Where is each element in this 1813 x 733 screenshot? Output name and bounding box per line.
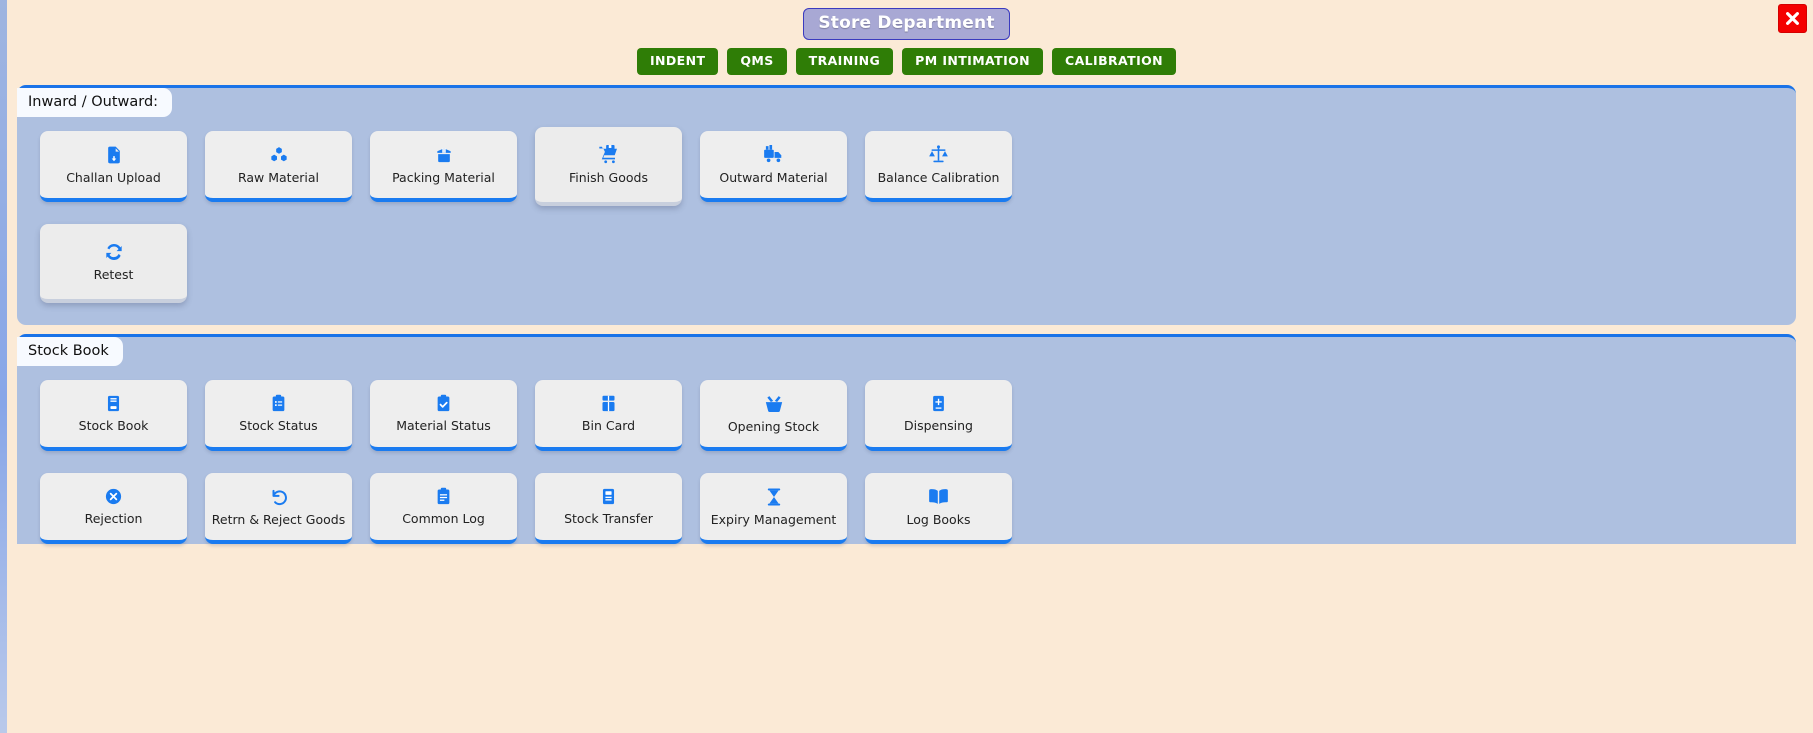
hourglass-icon [764, 487, 784, 507]
card-bin-card[interactable]: Bin Card [535, 379, 682, 451]
card-row: Rejection Retrn & Reject Goods Common Log S… [40, 472, 1796, 544]
dispense-icon [929, 394, 948, 413]
card-label: Raw Material [237, 169, 320, 185]
card-retest[interactable]: Retest [40, 223, 187, 303]
sections-host: Inward / Outward: Challan Upload Raw Mater… [0, 84, 1813, 544]
nav-button-indent[interactable]: INDENT [636, 48, 719, 75]
nav-button-pm-intimation[interactable]: PM INTIMATION [902, 48, 1044, 75]
card-retrn-reject-goods[interactable]: Retrn & Reject Goods [205, 472, 352, 544]
card-label: Rejection [84, 511, 143, 526]
card-common-log[interactable]: Common Log [370, 472, 517, 544]
card-label: Expiry Management [710, 511, 837, 527]
close-icon[interactable] [1778, 4, 1807, 33]
window-header: Store Department [0, 0, 1813, 48]
section-legend: Inward / Outward: [17, 87, 173, 118]
nav-button-qms[interactable]: QMS [727, 48, 787, 75]
card-label: Challan Upload [66, 169, 161, 185]
card-stock-book[interactable]: Stock Book [40, 379, 187, 451]
transfer-book-icon [599, 487, 618, 506]
cart-box-icon [598, 144, 619, 165]
card-stock-status[interactable]: Stock Status [205, 379, 352, 451]
clipboard-check-icon [434, 394, 453, 413]
open-box-icon [764, 394, 784, 414]
truck-icon [763, 144, 784, 165]
card-label: Bin Card [581, 418, 636, 433]
molecule-cubes-icon [269, 145, 289, 165]
card-label: Stock Book [78, 418, 149, 433]
card-challan-upload[interactable]: Challan Upload [40, 130, 187, 202]
section-body: Challan Upload Raw Material Packing Materi… [17, 88, 1796, 325]
card-label: Material Status [396, 418, 491, 433]
circle-x-icon [104, 487, 123, 506]
card-label: Dispensing [903, 418, 973, 433]
card-label: Opening Stock [727, 418, 820, 434]
book-icon [104, 394, 123, 413]
card-row: Stock Book Stock Status Material Status Bin… [40, 379, 1796, 451]
card-balance-calibration[interactable]: Balance Calibration [865, 130, 1012, 202]
box-package-icon [434, 145, 454, 165]
bin-icon [599, 394, 618, 413]
card-row: Retest [40, 223, 1796, 303]
card-rejection[interactable]: Rejection [40, 472, 187, 544]
undo-arrow-icon [269, 487, 289, 507]
balance-scale-icon [928, 144, 949, 165]
card-expiry-management[interactable]: Expiry Management [700, 472, 847, 544]
clipboard-log-icon [434, 487, 453, 506]
card-label: Stock Status [239, 418, 318, 433]
card-label: Outward Material [719, 170, 828, 185]
card-raw-material[interactable]: Raw Material [205, 130, 352, 202]
card-finish-goods[interactable]: Finish Goods [535, 126, 682, 206]
section-legend: Stock Book [17, 336, 123, 367]
card-label: Stock Transfer [564, 511, 653, 526]
file-upload-icon [104, 145, 124, 165]
nav-button-training[interactable]: TRAINING [795, 48, 894, 75]
open-book-icon [928, 486, 949, 507]
card-row: Challan Upload Raw Material Packing Materi… [40, 126, 1796, 206]
nav-button-calibration[interactable]: CALIBRATION [1052, 48, 1177, 75]
card-opening-stock[interactable]: Opening Stock [700, 379, 847, 451]
page-title: Store Department [803, 8, 1010, 40]
card-label: Log Books [906, 512, 971, 527]
card-stock-transfer[interactable]: Stock Transfer [535, 472, 682, 544]
card-label: Common Log [402, 511, 485, 526]
main-navbar: INDENT QMS TRAINING PM INTIMATION CALIBRATIO… [0, 48, 1813, 85]
section-panel-inward-outward: Inward / Outward: Challan Upload Raw Mater… [17, 84, 1796, 325]
card-material-status[interactable]: Material Status [370, 379, 517, 451]
refresh-cycle-icon [104, 242, 124, 262]
card-label: Packing Material [392, 169, 495, 185]
card-label: Finish Goods [569, 170, 648, 185]
card-label: Retrn & Reject Goods [211, 511, 346, 527]
clipboard-list-icon [269, 394, 288, 413]
left-accent-rail [0, 0, 7, 733]
card-packing-material[interactable]: Packing Material [370, 130, 517, 202]
card-dispensing[interactable]: Dispensing [865, 379, 1012, 451]
card-log-books[interactable]: Log Books [865, 472, 1012, 544]
card-label: Balance Calibration [877, 170, 1000, 185]
card-outward-material[interactable]: Outward Material [700, 130, 847, 202]
card-label: Retest [93, 266, 134, 282]
